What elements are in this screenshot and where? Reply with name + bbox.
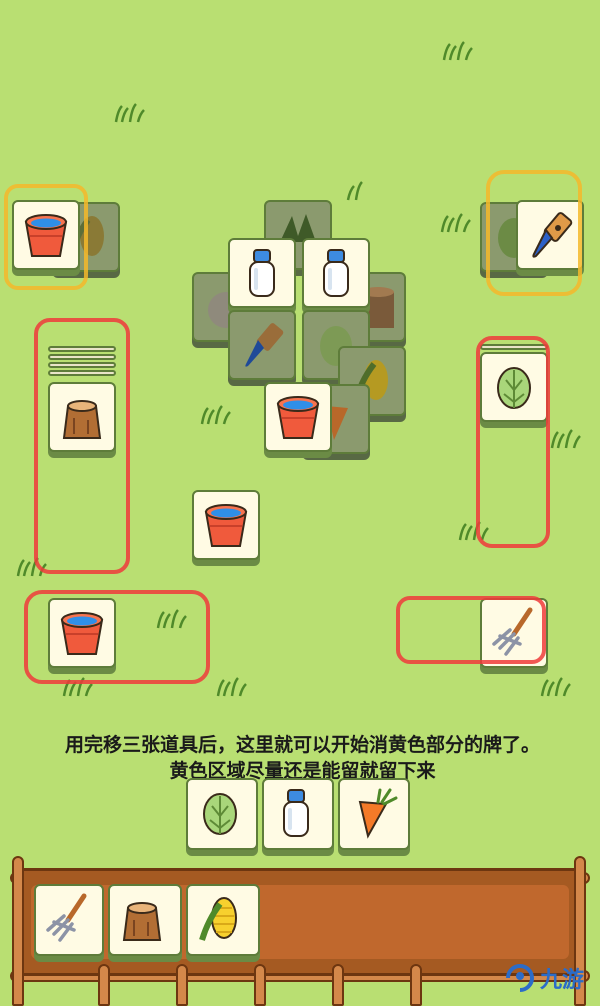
- fence-post: [410, 964, 422, 1006]
- milk-bottle-tile: [228, 238, 296, 308]
- red-highlight: [24, 590, 210, 684]
- tree-stump-icon: [62, 400, 102, 439]
- grass-decoration: [540, 677, 571, 697]
- grass-decoration: [62, 677, 93, 697]
- watermark-text: 九游: [539, 968, 584, 993]
- water-bucket-tile[interactable]: [12, 200, 80, 270]
- stack-layer: [48, 370, 116, 376]
- grass-decoration: [550, 429, 581, 449]
- corn-tile: [338, 346, 406, 416]
- brush-icon: [245, 323, 284, 367]
- carrot-icon: [358, 788, 398, 839]
- water-bucket-icon: [24, 214, 68, 257]
- fence-post: [254, 964, 266, 1006]
- fence-post: [176, 964, 188, 1006]
- nine-game-logo-icon: [505, 964, 534, 992]
- caption-line-2: 黄色区域尽量还是能留就留下来: [169, 760, 436, 782]
- hand-cabbage-tile[interactable]: [186, 778, 258, 850]
- milk-bottle-tile: [302, 238, 370, 308]
- tray-tree-stump-tile: [108, 884, 182, 956]
- grass-decoration: [440, 213, 471, 233]
- stack-layer: [48, 354, 116, 360]
- tree-stump-icon: [122, 902, 162, 941]
- grass-decoration: [200, 405, 231, 425]
- grass-decoration: [156, 609, 187, 629]
- red-highlight: [476, 336, 550, 548]
- water-bucket-icon: [204, 504, 248, 547]
- water-bucket-icon: [276, 396, 320, 439]
- pitchfork-icon: [46, 893, 87, 942]
- stack-layer: [48, 346, 116, 352]
- hand-milk-bottle-tile[interactable]: [262, 778, 334, 850]
- cabbage-icon: [203, 793, 237, 835]
- fence-post: [332, 964, 344, 1006]
- guide-caption: 用完移三张道具后，这里就可以开始消黄色部分的牌了。 黄色区域尽量还是能留就留下来: [10, 732, 595, 784]
- plant-icon: [280, 214, 316, 242]
- milk-bottle-icon: [249, 249, 275, 297]
- brush-tile[interactable]: [516, 200, 584, 270]
- cabbage-icon: [497, 367, 531, 409]
- tray-pitchfork-tile: [34, 884, 104, 956]
- watermark: 九游: [504, 962, 584, 994]
- brush-tile: [228, 310, 296, 380]
- tray-corn-tile: [186, 884, 260, 956]
- water-bucket-tile[interactable]: [192, 490, 260, 560]
- red-highlight: [34, 318, 130, 574]
- caption-line-1: 用完移三张道具后，这里就可以开始消黄色部分的牌了。: [64, 734, 540, 756]
- water-bucket-tile[interactable]: [48, 598, 116, 668]
- tree-stump-tile[interactable]: [48, 382, 116, 452]
- brush-icon: [532, 212, 573, 258]
- grass-decoration: [458, 521, 489, 541]
- fence-post: [12, 856, 24, 1006]
- red-highlight: [396, 596, 546, 664]
- yellow-highlight: [4, 184, 88, 290]
- grass-decoration: [16, 557, 47, 577]
- water-bucket-tile[interactable]: [264, 382, 332, 452]
- hand-carrot-tile[interactable]: [338, 778, 410, 850]
- water-bucket-icon: [60, 612, 104, 655]
- corn-icon: [199, 897, 237, 941]
- milk-bottle-icon: [283, 789, 309, 837]
- pitchfork-icon: [492, 607, 533, 656]
- stack-layer: [48, 362, 116, 368]
- grass-decoration: [346, 181, 363, 201]
- milk-bottle-icon: [323, 249, 349, 297]
- fence-post: [574, 856, 586, 1006]
- grass-decoration: [216, 677, 247, 697]
- grass-decoration: [114, 103, 145, 123]
- fence-post: [98, 964, 110, 1006]
- yellow-highlight: [486, 170, 582, 296]
- cabbage-tile[interactable]: [480, 352, 548, 422]
- grass-decoration: [442, 41, 473, 61]
